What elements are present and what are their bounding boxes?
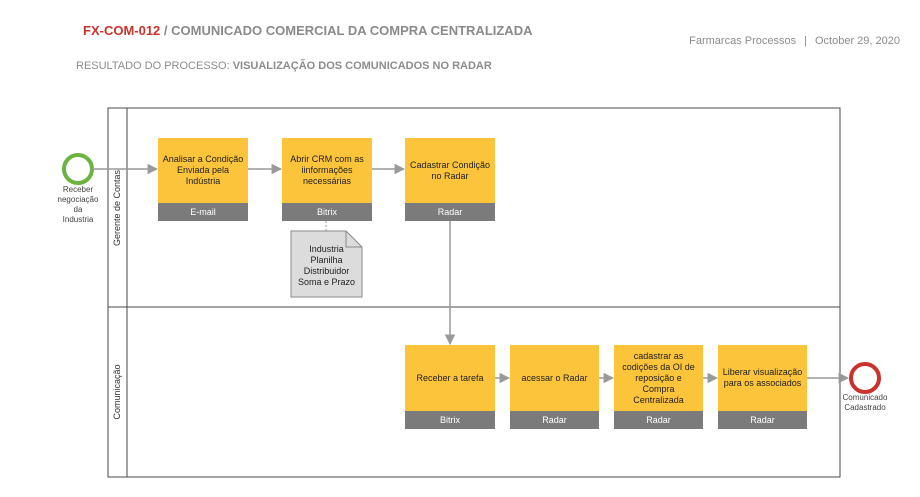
task-receber-tarefa[interactable]: Receber a tarefa Bitrix [405, 345, 495, 429]
document-fold [345, 231, 362, 248]
start-label-line: Receber [62, 185, 94, 194]
document-line: Industria [309, 244, 344, 254]
task-system: Bitrix [282, 203, 372, 221]
end-label-line: Comunicado [842, 393, 888, 402]
task-analisar-condicao[interactable]: Analisar a Condição Enviada pela Indústr… [158, 138, 248, 221]
result-label: RESULTADO DO PROCESSO: [76, 60, 233, 72]
task-system: Bitrix [405, 411, 495, 429]
task-cadastrar-codicoes[interactable]: cadastrar as codições da OI de reposição… [614, 345, 703, 429]
end-event-label: Comunicado Cadastrado [833, 393, 897, 413]
header-meta: Farmarcas Processos | October 29, 2020 [689, 35, 900, 47]
task-acessar-radar[interactable]: acessar o Radar Radar [510, 345, 599, 429]
document-shape [290, 230, 363, 298]
task-system: Radar [405, 203, 495, 221]
start-label-line: da [73, 205, 83, 214]
task-system: Radar [510, 411, 599, 429]
start-event-label: Receber negociação da Industria [48, 185, 108, 225]
document-line: Soma e Prazo [297, 277, 356, 287]
diagram-title: FX-COM-012 / COMUNICADO COMERCIAL DA COM… [83, 23, 532, 38]
process-title: COMUNICADO COMERCIAL DA COMPRA CENTRALIZ… [171, 23, 533, 38]
start-label-line: negociação [57, 195, 99, 204]
process-code: FX-COM-012 [83, 23, 161, 38]
end-label-line: Cadastrado [844, 403, 886, 412]
task-liberar-visualizacao[interactable]: Liberar visualização para os associados … [718, 345, 807, 429]
task-label: Abrir CRM com as iinformações necessária… [290, 154, 364, 186]
start-label-line: Industria [62, 215, 94, 224]
document-text: Industria Planilha Distribuidor Soma e P… [291, 244, 362, 288]
task-label: Analisar a Condição Enviada pela Indústr… [162, 154, 244, 186]
task-cadastrar-condicao[interactable]: Cadastrar Condição no Radar Radar [405, 138, 495, 221]
start-event [62, 153, 94, 185]
task-system: E-mail [158, 203, 248, 221]
task-abrir-crm[interactable]: Abrir CRM com as iinformações necessária… [282, 138, 372, 221]
company-name: Farmarcas Processos [689, 35, 797, 47]
document-line: Planilha [310, 255, 343, 265]
process-result: RESULTADO DO PROCESSO: VISUALIZAÇÃO DOS … [76, 60, 492, 72]
task-system: Radar [614, 411, 703, 429]
end-event [849, 362, 881, 394]
task-label: Cadastrar Condição no Radar [409, 159, 491, 181]
task-label: Liberar visualização para os associados [722, 367, 803, 388]
result-value: VISUALIZAÇÃO DOS COMUNICADOS NO RADAR [232, 60, 492, 72]
task-label: Receber a tarefa [416, 372, 484, 383]
task-system: Radar [718, 411, 807, 429]
title-separator: / [160, 23, 172, 38]
document-line: Distribuidor [303, 266, 350, 276]
task-label: acessar o Radar [521, 372, 588, 383]
lane-label-top: Gerente de Contas [112, 169, 122, 247]
meta-separator: | [804, 35, 807, 47]
header-date: October 29, 2020 [814, 35, 900, 47]
lane-label-bottom: Comunicação [112, 364, 122, 420]
task-label: cadastrar as codições da OI de reposição… [622, 350, 695, 405]
pool [107, 107, 841, 478]
